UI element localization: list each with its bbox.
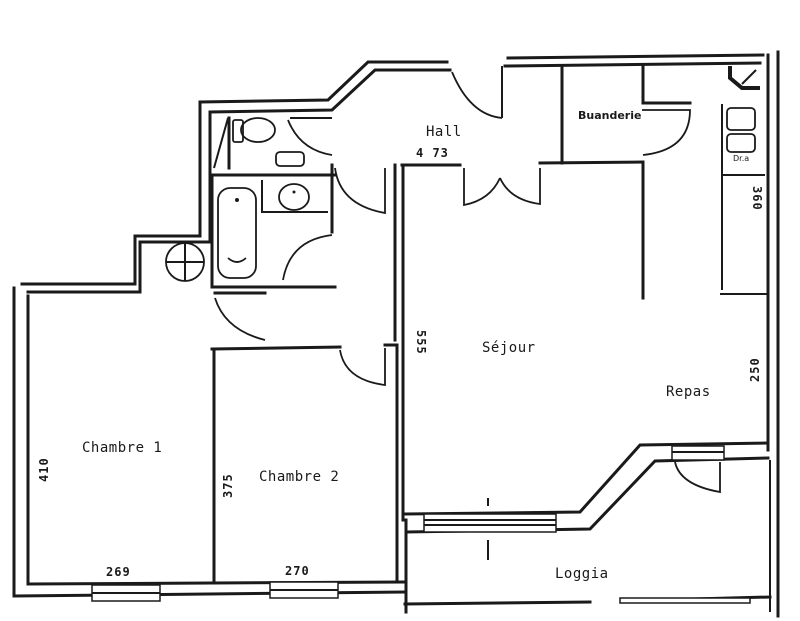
fixtures <box>165 66 760 282</box>
hand-sink-icon <box>275 151 305 167</box>
dimension-chambre2-width: 270 <box>285 564 310 578</box>
room-label-loggia: Loggia <box>555 566 609 582</box>
dimension-chambre1-height: 410 <box>37 457 51 482</box>
room-label-repas: Repas <box>666 384 711 400</box>
dimension-kitchen: 360 <box>750 186 764 211</box>
dimension-chambre1-width: 269 <box>106 565 131 579</box>
window-sejour <box>423 513 557 533</box>
stove-corner-icon <box>728 66 760 90</box>
interior-walls <box>140 64 770 614</box>
dimension-sejour: 555 <box>414 330 428 355</box>
washbasin-icon <box>278 183 310 211</box>
boiler-icon <box>165 242 205 282</box>
doors <box>214 66 721 494</box>
kitchen-hob-label: Dr.a <box>733 154 750 163</box>
windows <box>91 445 751 604</box>
room-label-sejour: Séjour <box>482 340 536 356</box>
window-loggia <box>619 597 751 604</box>
toilet-icon <box>232 117 276 143</box>
bathtub-icon <box>217 187 257 279</box>
room-label-buanderie: Buanderie <box>578 109 642 122</box>
double-sink-icon <box>726 107 756 153</box>
dimension-hall: 4 73 <box>416 146 449 160</box>
dimension-repas: 250 <box>748 357 762 382</box>
room-label-hall: Hall <box>426 124 462 140</box>
dimension-chambre2-height: 375 <box>221 473 235 498</box>
room-label-chambre1: Chambre 1 <box>82 440 163 456</box>
room-label-chambre2: Chambre 2 <box>259 469 340 485</box>
